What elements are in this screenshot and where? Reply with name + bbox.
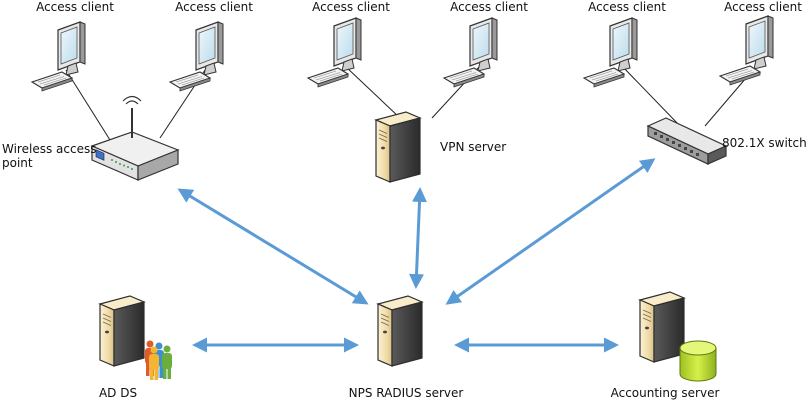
server-tower-icon [639,291,685,363]
wireless-ap-label: Wireless access point [2,142,97,170]
arrow-switch-nps [445,158,656,305]
nps-radius-server [377,295,423,367]
switch-label: 802.1X switch [722,136,807,150]
radius-arrows [177,158,656,353]
client-label-1: Access client [36,0,114,14]
access-client-1 [31,21,86,92]
access-client-2 [169,21,224,92]
monitor-icon [307,17,362,88]
client-label-4: Access client [450,0,528,14]
database-icon [679,340,717,382]
accounting-server [639,291,685,363]
network-switch-icon [646,117,728,165]
monitor-icon [31,21,86,92]
access-client-4 [443,17,498,88]
server-tower-icon [375,111,421,183]
monitor-icon [169,21,224,92]
monitor-icon [583,17,638,88]
access-client-6 [719,15,774,86]
access-client-5 [583,17,638,88]
arrow-vpn-nps [409,187,427,289]
ad-ds-label: AD DS [98,386,138,400]
ad-ds-server [99,295,145,367]
server-tower-icon [99,295,145,367]
nps-label: NPS RADIUS server [348,386,464,400]
client-label-3: Access client [312,0,390,14]
server-tower-icon [377,295,423,367]
monitor-icon [443,17,498,88]
access-client-3 [307,17,362,88]
client-label-6: Access client [724,0,802,14]
wireless-router-icon [90,95,180,181]
client-label-5: Access client [588,0,666,14]
users-group-icon [145,340,172,380]
accounting-label: Accounting server [610,386,720,400]
client-label-2: Access client [175,0,253,14]
vpn-server-label: VPN server [440,140,507,154]
monitor-icon [719,15,774,86]
arrow-ap-nps [177,188,369,305]
